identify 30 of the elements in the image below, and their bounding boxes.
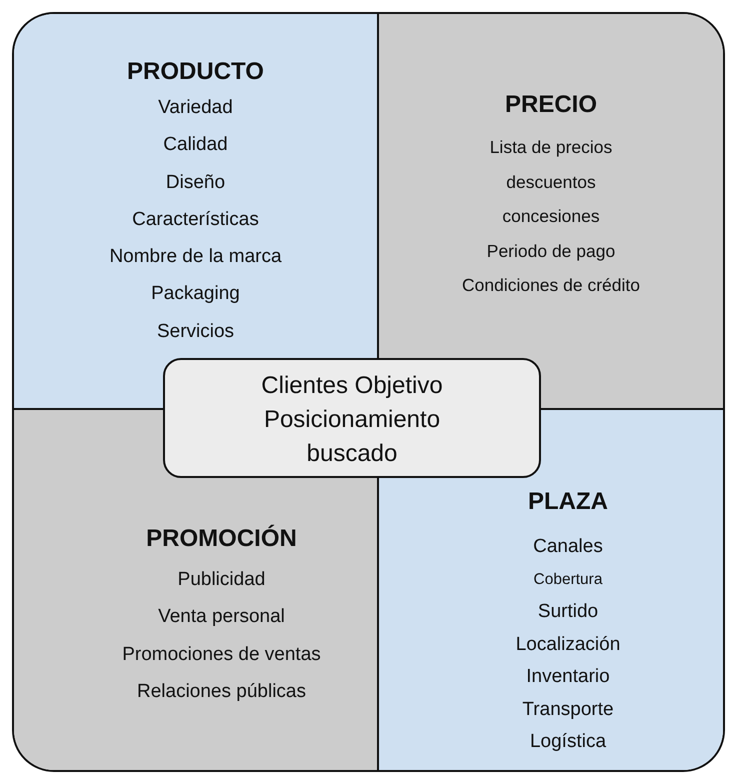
list-item: Packaging <box>151 282 240 306</box>
list-item: Relaciones públicas <box>137 680 306 704</box>
list-item: Canales <box>533 535 603 559</box>
list-item: Servicios <box>156 320 234 344</box>
list-item: Diseño <box>166 170 226 195</box>
list-item: concesiones <box>502 205 600 228</box>
list-item: Inventario <box>526 665 610 689</box>
list-item: descuentos <box>506 170 596 194</box>
list-item: Localización <box>516 632 620 656</box>
heading: PLAZA <box>528 487 608 517</box>
list-item: Lista de precios <box>490 136 612 159</box>
center-box <box>163 358 541 478</box>
list-item: Cobertura <box>534 570 602 590</box>
list-item: Características <box>132 208 259 232</box>
center-text: Clientes Objetivo <box>261 371 443 401</box>
list-item: Condiciones de crédito <box>462 274 640 297</box>
heading: PRECIO <box>504 90 597 120</box>
list-item: Venta personal <box>158 605 285 630</box>
center-text: Posicionamiento buscado <box>262 405 442 469</box>
list-item: Nombre de la marca <box>109 245 282 270</box>
list-item: Publicidad <box>178 568 266 592</box>
list-item: Promociones de ventas <box>122 642 321 667</box>
list-item: Surtido <box>538 600 598 624</box>
heading: PROMOCIÓN <box>146 524 297 554</box>
list-item: Calidad <box>163 133 228 158</box>
list-item: Transporte <box>522 698 614 722</box>
list-item: Periodo de pago <box>486 240 616 263</box>
list-item: Variedad <box>158 96 233 120</box>
list-item: Logística <box>530 730 606 754</box>
heading: PRODUCTO <box>127 57 264 87</box>
